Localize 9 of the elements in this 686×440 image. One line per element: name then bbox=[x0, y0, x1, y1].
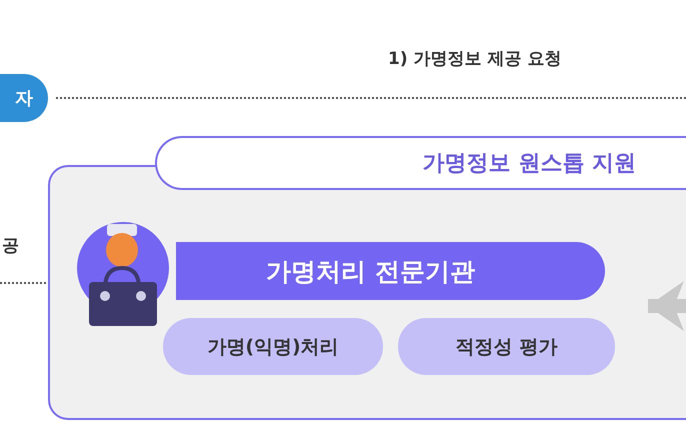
dotted-line bbox=[0, 282, 48, 284]
pill-node: 자 bbox=[0, 74, 48, 122]
group-title: 가명정보 원스톱 지원 bbox=[422, 150, 636, 178]
arrow bbox=[648, 281, 686, 331]
title-banner: 가명처리 전문기관 bbox=[176, 242, 605, 300]
process-pill: 적정성 평가 bbox=[398, 318, 615, 375]
process-pill: 가명(익명)처리 bbox=[163, 318, 383, 375]
dotted-line bbox=[56, 97, 686, 99]
group-panel bbox=[48, 136, 686, 420]
